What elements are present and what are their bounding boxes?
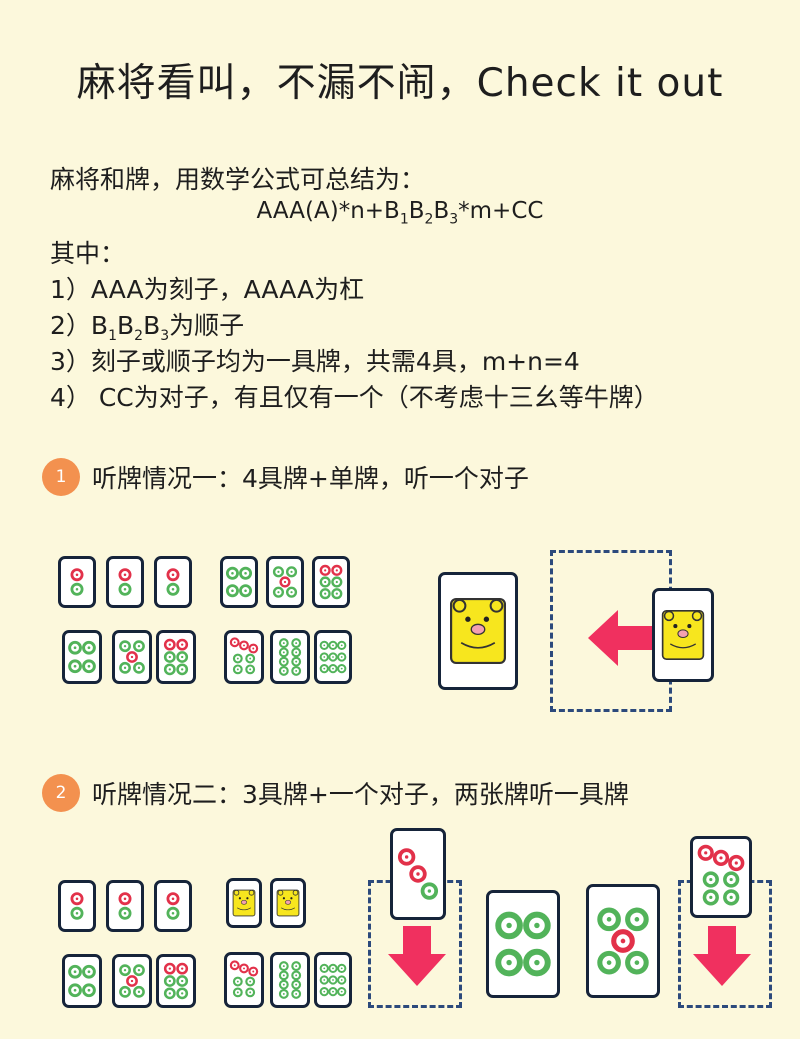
rule-2: 2）B1B2B3为顺子 bbox=[50, 311, 245, 344]
mahjong-tile bbox=[266, 556, 304, 608]
mahjong-tile bbox=[106, 880, 144, 932]
mahjong-tile bbox=[224, 630, 264, 684]
mahjong-tile bbox=[220, 556, 258, 608]
bear-tile bbox=[270, 878, 306, 928]
rule-4: 4） CC为对子，有且仅有一个（不考虑十三幺等牛牌） bbox=[50, 383, 659, 412]
where-label: 其中： bbox=[50, 239, 126, 268]
mahjong-tile bbox=[224, 952, 264, 1008]
arrow-down-icon bbox=[693, 926, 751, 986]
mahjong-tile bbox=[154, 880, 192, 932]
arrow-down-icon bbox=[388, 926, 446, 986]
rule-1: 1）AAA为刻子，AAAA为杠 bbox=[50, 275, 365, 304]
falling-tile bbox=[390, 828, 446, 920]
mahjong-tile bbox=[270, 630, 310, 684]
formula: AAA(A)*n+B1B2B3*m+CC bbox=[256, 198, 544, 228]
mahjong-tile bbox=[586, 884, 660, 998]
section-1-badge: 1 bbox=[42, 458, 80, 496]
mahjong-tile bbox=[314, 630, 352, 684]
mahjong-tile bbox=[156, 954, 196, 1008]
mahjong-tile bbox=[62, 630, 102, 684]
mahjong-tile bbox=[58, 556, 96, 608]
mahjong-tile bbox=[156, 630, 196, 684]
falling-tile bbox=[690, 836, 752, 918]
section-2-title: 听牌情况二：3具牌+一个对子，两张牌听一具牌 bbox=[92, 780, 629, 809]
mahjong-tile bbox=[106, 556, 144, 608]
section-2-badge: 2 bbox=[42, 774, 80, 812]
mahjong-tile bbox=[112, 630, 152, 684]
bear-tile-small bbox=[652, 588, 714, 682]
bear-tile bbox=[226, 878, 262, 928]
mahjong-tile bbox=[486, 890, 560, 998]
mahjong-tile bbox=[58, 880, 96, 932]
rule-3: 3）刻子或顺子均为一具牌，共需4具，m+n=4 bbox=[50, 347, 580, 376]
mahjong-tile bbox=[112, 954, 152, 1008]
section-1-title: 听牌情况一：4具牌+单牌，听一个对子 bbox=[92, 464, 529, 493]
arrow-left-icon bbox=[588, 610, 652, 666]
mahjong-tile bbox=[154, 556, 192, 608]
mahjong-tile bbox=[270, 952, 310, 1008]
mahjong-tile bbox=[62, 954, 102, 1008]
mahjong-tile bbox=[312, 556, 350, 608]
page-title: 麻将看叫，不漏不闹，Check it out bbox=[76, 61, 724, 106]
mahjong-tile bbox=[314, 952, 352, 1008]
intro-line: 麻将和牌，用数学公式可总结为： bbox=[50, 165, 426, 194]
bear-tile-large bbox=[438, 572, 518, 690]
